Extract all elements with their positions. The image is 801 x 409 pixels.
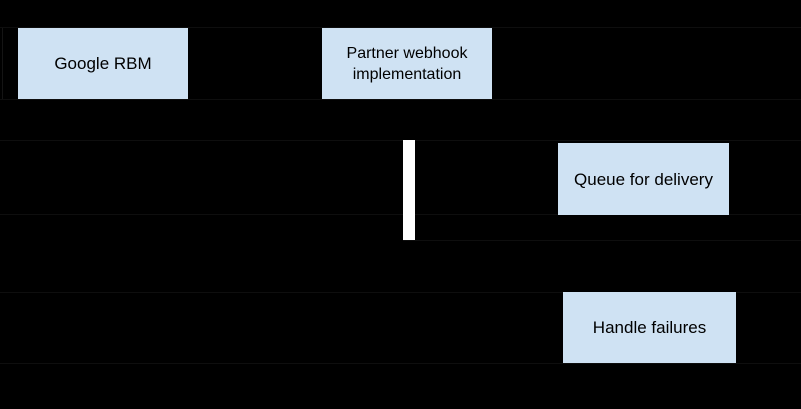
faint-row-line [0,99,801,100]
faint-row-line [403,240,801,241]
faint-row-line [0,140,801,141]
step-queue-for-delivery-label: Queue for delivery [574,169,713,189]
faint-row-line [0,363,801,364]
faint-row-line [0,214,801,215]
participant-google-rbm-label: Google RBM [54,54,152,73]
participant-google-rbm: Google RBM [18,28,188,99]
step-handle-failures-label: Handle failures [592,318,707,337]
faint-column-tick [2,28,3,99]
lifeline-activation-bar [403,140,415,240]
faint-row-line [0,292,801,293]
participant-partner-webhook: Partner webhook implementation [322,28,492,99]
participant-partner-webhook-label: Partner webhook implementation [346,44,468,83]
step-queue-for-delivery: Queue for delivery [558,143,729,215]
faint-row-line [0,27,801,28]
step-handle-failures: Handle failures [563,292,736,363]
